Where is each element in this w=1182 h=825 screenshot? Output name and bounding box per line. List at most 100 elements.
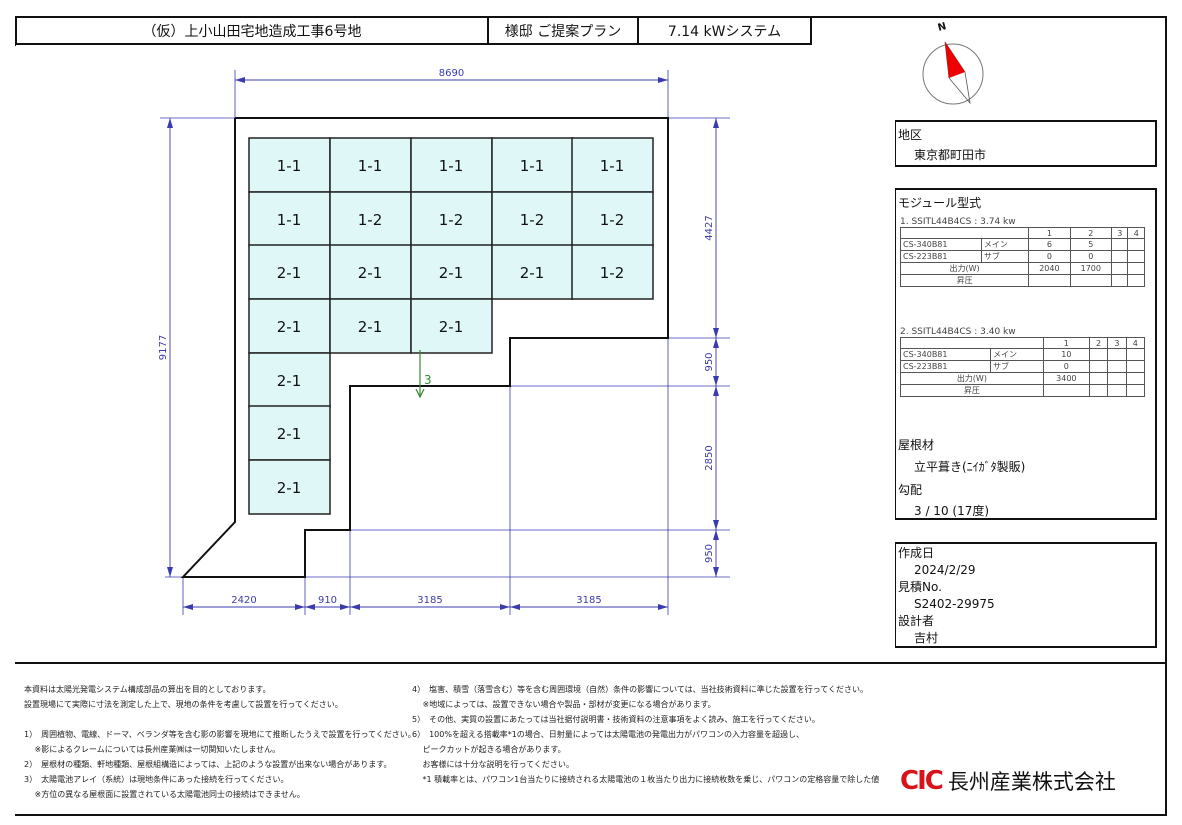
table-cell — [1088, 348, 1109, 361]
solar-panel — [571, 244, 654, 300]
table-cell — [1110, 262, 1129, 275]
panel-label: 2-1 — [277, 425, 302, 443]
logo-mark: CIC — [900, 766, 944, 796]
table-cell: 4 — [1127, 227, 1145, 239]
dimension-arrow — [713, 376, 719, 386]
system-size: 7.14 kWシステム — [667, 23, 782, 40]
table-cell: 昇圧 — [900, 384, 1044, 397]
note-line: 本資料は太陽光発電システム構成部品の算出を目的としております。 — [24, 685, 271, 694]
table-cell: 2040 — [1028, 262, 1071, 275]
table-cell: 出力(W) — [899, 262, 1030, 275]
dimension-arrow — [713, 520, 719, 530]
table-cell: 5 — [1069, 238, 1113, 251]
designer-label: 設計者 — [898, 614, 935, 628]
table-cell: 6 — [1028, 238, 1071, 251]
date-label: 作成日 — [898, 546, 935, 560]
info-box: 作成日 2024/2/29 見積No. S2402-29975 設計者 吉村 — [895, 542, 1157, 648]
table-cell: 3400 — [1042, 372, 1090, 385]
solar-panel — [410, 244, 493, 300]
table-cell: 1 — [1042, 337, 1090, 349]
dimension-arrow — [658, 604, 668, 610]
note-line: 1） 周囲植物、電線、ドーマ、ベランダ等を含む影の影響を現地にて推断したうえで設… — [24, 730, 416, 739]
table-cell — [1125, 360, 1146, 373]
dimension-label: 910 — [318, 595, 337, 606]
panel-label: 1-2 — [520, 211, 545, 229]
panel-label: 1-1 — [439, 157, 464, 175]
panel-label: 2-1 — [277, 479, 302, 497]
table-cell — [1107, 348, 1127, 361]
note-line: お客様には十分な説明を行ってください。 — [412, 760, 574, 769]
panel-label: 1-1 — [277, 211, 302, 229]
dimension-label: 8690 — [439, 68, 464, 79]
region-label: 地区 — [898, 128, 923, 142]
table-cell: CS-223B81 — [900, 250, 982, 263]
dimension-arrow — [500, 604, 510, 610]
project-title: （仮）上小山田宅地造成工事6号地 — [17, 18, 489, 43]
region-value: 東京都町田市 — [914, 148, 987, 162]
table-cell — [1088, 372, 1109, 385]
table-cell: 出力(W) — [900, 372, 1044, 385]
panel-label: 1-2 — [358, 211, 383, 229]
table-cell: 0 — [1069, 250, 1113, 263]
company-logo: CIC 長州産業株式会社 — [900, 766, 1116, 796]
solar-panel — [248, 298, 331, 354]
dimension-label: 2850 — [704, 445, 715, 470]
panel-label: 2-1 — [358, 264, 383, 282]
solar-panel — [571, 191, 654, 247]
solar-panel — [491, 244, 574, 300]
solar-panel — [248, 352, 331, 408]
panel-label: 1-2 — [439, 211, 464, 229]
panel-label: 2-1 — [277, 318, 302, 336]
note-line: 3） 太陽電池アレイ（系統）は現地条件にあった接続を行ってください。 — [24, 775, 289, 784]
table-cell — [1127, 274, 1145, 287]
system-title: 1. SSITL44B4CS : 3.74 kw — [900, 217, 1016, 227]
panel-label: 1-2 — [600, 264, 625, 282]
dimension-arrow — [713, 118, 719, 128]
designer-value: 吉村 — [914, 631, 939, 645]
note-line: 4） 塩害、積雪（落雪含む）等を含む周囲環境（自然）条件の影響については、当社技… — [412, 685, 869, 694]
solar-panel — [248, 405, 331, 461]
panel-label: 2-1 — [277, 372, 302, 390]
table-cell: 0 — [1042, 360, 1090, 373]
panel-label: 2-1 — [439, 264, 464, 282]
dimension-arrow — [167, 567, 173, 577]
dimension-arrow — [713, 530, 719, 540]
notes-separator — [15, 662, 1167, 664]
solar-panel — [248, 244, 331, 300]
solar-panel — [329, 244, 412, 300]
table-cell — [1125, 348, 1146, 361]
panel-label: 2-1 — [277, 264, 302, 282]
table-cell — [1088, 360, 1109, 373]
table-cell: 2 — [1088, 337, 1109, 349]
solar-panel — [248, 137, 331, 193]
solar-panel — [491, 191, 574, 247]
solar-panel — [329, 298, 412, 354]
table-cell: 昇圧 — [899, 274, 1030, 287]
system-title: 2. SSITL44B4CS : 3.40 kw — [900, 327, 1016, 337]
table-cell: メイン — [990, 348, 1044, 361]
solar-panel — [248, 191, 331, 247]
dimension-arrow — [295, 604, 305, 610]
pitch-label: 勾配 — [898, 483, 923, 497]
table-cell — [900, 337, 1044, 349]
table-cell — [1125, 372, 1146, 385]
note-line: 5） その他、実質の設置にあたっては当社据付説明書・技術資料の注意事項をよく読み… — [412, 715, 820, 724]
dimension-arrow — [713, 567, 719, 577]
table-cell — [1028, 274, 1071, 287]
note-line: ※地域によっては、設置できない場合や製品・部材が変更になる場合があります。 — [412, 700, 716, 709]
panel-label: 2-1 — [439, 318, 464, 336]
solar-panel — [571, 137, 654, 193]
table-cell: 3 — [1110, 227, 1129, 239]
table-cell: 2 — [1069, 227, 1113, 239]
dimension-label: 3185 — [576, 595, 601, 606]
panel-label: 2-1 — [520, 264, 545, 282]
table-cell — [1110, 250, 1129, 263]
note-line: ※方位の異なる屋根面に設置されている太陽電池同士の接続はできません。 — [24, 790, 305, 799]
dimension-label: 9177 — [158, 335, 169, 360]
table-cell — [1110, 238, 1129, 251]
compass-arrow-icon — [922, 41, 984, 105]
